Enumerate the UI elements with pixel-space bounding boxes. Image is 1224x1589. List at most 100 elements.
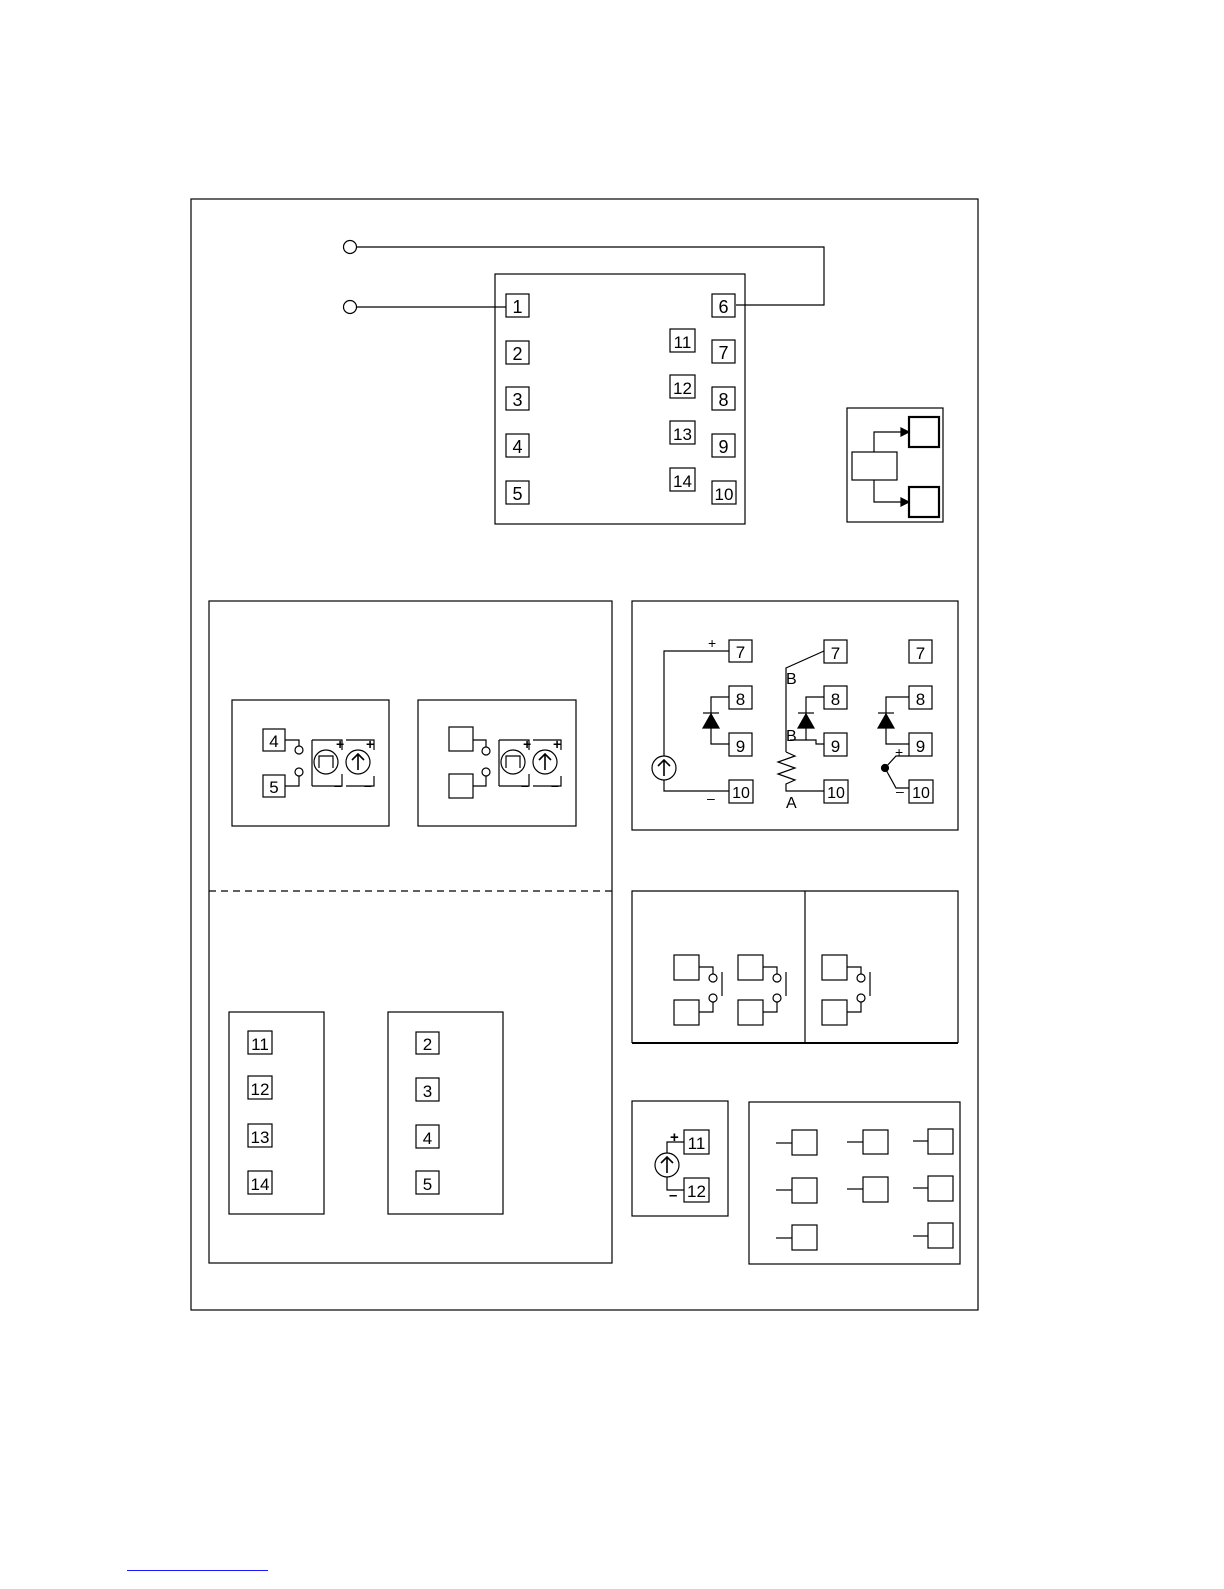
diode-icon — [703, 714, 719, 728]
terminal-label: 7 — [718, 343, 728, 363]
terminal-label: 3 — [512, 390, 522, 410]
terminal-8: 8 — [712, 387, 735, 410]
terminal-label: 12 — [687, 1182, 706, 1201]
plus-sign: + — [523, 736, 531, 752]
relay-pair-1 — [674, 955, 722, 1025]
terminal-label: 9 — [718, 437, 728, 457]
terminal-label: 5 — [512, 484, 522, 504]
minus-sign: – — [334, 777, 342, 793]
wire — [473, 776, 486, 786]
pulse-source-icon — [314, 750, 338, 774]
legend-terminal — [913, 1223, 953, 1248]
terminal-label: 10 — [827, 785, 845, 802]
legend-terminal — [913, 1176, 953, 1201]
terminal-label: 8 — [736, 690, 745, 709]
current-input-diagram: 7 8 9 10 + – — [652, 635, 753, 806]
terminal-label: 11 — [688, 1134, 706, 1153]
terminal-label: 8 — [831, 690, 840, 709]
terminal-5: 5 — [506, 481, 529, 504]
terminal-label: 13 — [673, 425, 692, 444]
arrow-right-icon — [901, 428, 909, 436]
pulse-symbol — [319, 756, 333, 768]
terminal-label: 12 — [251, 1080, 270, 1099]
wire — [806, 740, 824, 744]
relay-pair-2 — [738, 955, 786, 1025]
wire — [664, 651, 729, 756]
power-terminal-circle-a — [344, 241, 357, 254]
terminal-label: 8 — [916, 690, 925, 709]
blank-terminal-box — [449, 774, 473, 798]
terminal-label: 2 — [512, 344, 522, 364]
plus-sign: + — [670, 1129, 679, 1146]
relay-box-outline — [388, 1012, 503, 1214]
ssr-box-outline — [232, 700, 389, 826]
terminal-label: 13 — [251, 1128, 270, 1147]
terminal-label: 14 — [673, 472, 692, 491]
terminal-label: 10 — [732, 785, 750, 802]
relay-terminal-box: 2 3 4 5 — [388, 1012, 503, 1214]
relay-contact-icon — [773, 994, 781, 1002]
terminal-12: 12 — [670, 375, 695, 398]
rtd-label-a: A — [786, 795, 797, 812]
terminal-label: 7 — [736, 643, 745, 662]
diode-icon — [798, 714, 814, 728]
relay-pair-3 — [822, 955, 870, 1025]
terminal-label: 7 — [831, 644, 840, 663]
relay-contact-icon — [857, 974, 865, 982]
rtd-input-diagram: 7 8 9 10 B B A — [778, 640, 848, 812]
ssr-output-box-alt: + – + – — [418, 700, 576, 826]
splitter-out-box-bottom — [909, 487, 939, 517]
splitter-line-bottom — [874, 480, 903, 502]
thermocouple-input-diagram: 7 8 9 10 + – — [878, 640, 933, 803]
outer-frame — [191, 199, 978, 1310]
terminal-11: 11 — [670, 329, 695, 352]
relay-panel-outline — [632, 891, 958, 1043]
terminal-14: 14 — [670, 468, 695, 491]
wire — [664, 780, 729, 791]
relay-contacts-panel — [632, 891, 958, 1043]
terminal-10: 10 — [712, 481, 736, 504]
terminal-label: 4 — [423, 1129, 432, 1148]
wire — [473, 740, 486, 747]
terminal-label: 6 — [718, 297, 728, 317]
wire — [285, 740, 299, 746]
terminal-label: 10 — [715, 485, 734, 504]
footer-link-underline[interactable] — [127, 1570, 268, 1571]
terminal-label: 4 — [512, 437, 522, 457]
terminal-label: 9 — [831, 737, 840, 756]
terminal-label: 10 — [912, 785, 930, 802]
terminal-label: 14 — [251, 1175, 270, 1194]
wire — [847, 967, 861, 1012]
wire — [763, 967, 777, 1012]
arrow-up-icon — [352, 754, 364, 770]
pulse-source-icon — [501, 750, 525, 774]
minus-sign: – — [669, 1187, 677, 1204]
ssr-output-box: 4 5 + – + – — [232, 700, 389, 826]
relay-contact-icon — [709, 974, 717, 982]
plus-sign: + — [895, 744, 903, 760]
splitter-out-box-top — [909, 417, 939, 447]
terminal-label: 11 — [674, 333, 692, 352]
terminal-label: 9 — [736, 737, 745, 756]
terminal-9: 9 — [712, 434, 735, 457]
splitter-outline — [847, 408, 943, 522]
terminal-label: 4 — [269, 732, 278, 751]
terminal-label: 11 — [251, 1035, 269, 1054]
terminal-label: 8 — [718, 390, 728, 410]
terminal-label: 3 — [423, 1082, 432, 1101]
plus-sign: + — [708, 635, 716, 651]
thermocouple-junction-icon — [882, 765, 889, 772]
legend-terminal — [847, 1130, 888, 1154]
terminal-label: 2 — [423, 1035, 432, 1054]
terminal-1: 1 — [506, 294, 529, 317]
comm-box-outline — [229, 1012, 324, 1214]
plus-sign: + — [336, 736, 344, 752]
terminal-label: 5 — [423, 1175, 432, 1194]
input-panel: 7 8 9 10 + – 7 8 9 10 B B — [632, 601, 958, 830]
rtd-label-b: B — [786, 671, 797, 688]
relay-contact-icon — [295, 768, 303, 776]
terminal-7: 7 — [712, 340, 735, 363]
remote-panel-outline — [632, 1101, 728, 1216]
